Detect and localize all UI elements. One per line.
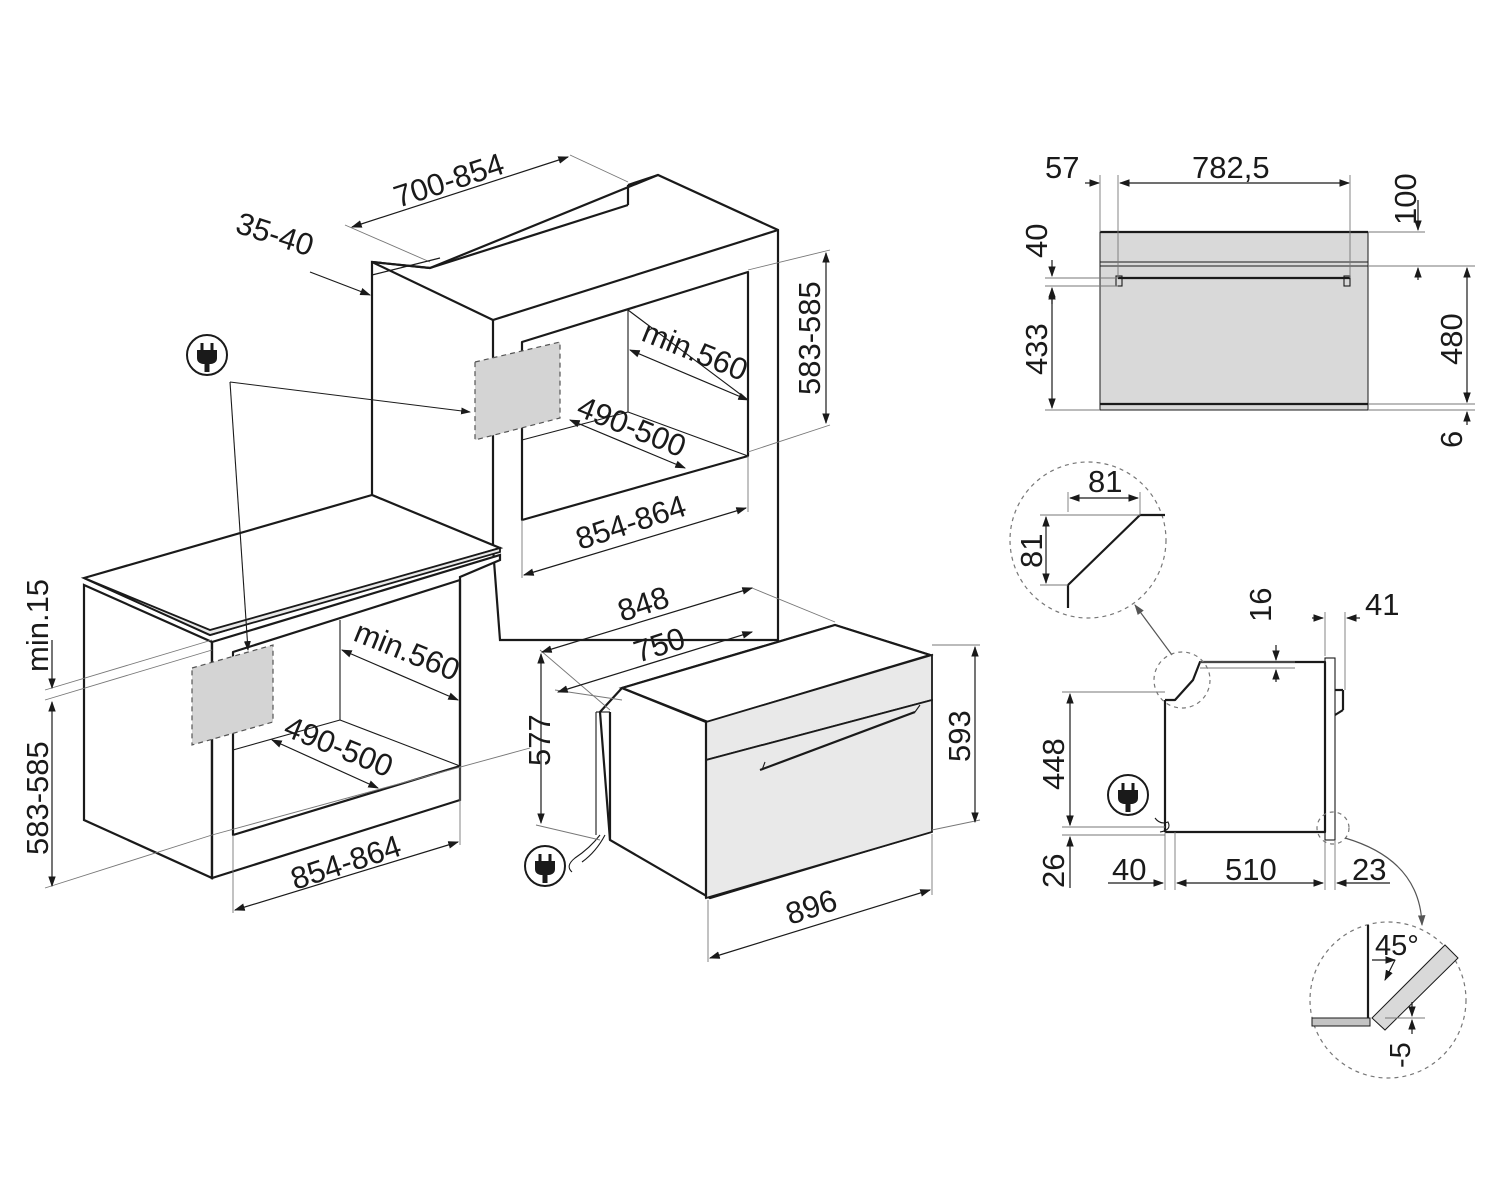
side-23-label: 23 <box>1352 852 1386 887</box>
front-480-label: 480 <box>1434 313 1469 365</box>
front-782-label: 782,5 <box>1192 150 1270 185</box>
detail-81-v-label: 81 <box>1014 534 1049 568</box>
side-41-label: 41 <box>1365 587 1399 622</box>
oven-896-label: 896 <box>781 882 841 931</box>
electric-plug-icon <box>524 845 566 887</box>
detail-circle-top: 81 81 <box>1009 461 1173 656</box>
front-view: 57 782,5 100 40 433 480 6 <box>1019 150 1475 448</box>
side-40-label: 40 <box>1112 852 1146 887</box>
front-100-label: 100 <box>1388 173 1423 225</box>
front-57-label: 57 <box>1045 150 1079 185</box>
side-26-label: 26 <box>1036 854 1071 888</box>
side-16-label: 16 <box>1243 588 1278 622</box>
side-510-label: 510 <box>1225 852 1277 887</box>
front-40-label: 40 <box>1019 224 1054 258</box>
electric-plug-icon <box>186 334 228 376</box>
top-gap-label: 35-40 <box>232 205 318 263</box>
oven-593-label: 593 <box>942 710 977 762</box>
detail-circle-bottom: 45° -5 <box>1309 921 1467 1079</box>
top-depth-label: 700-854 <box>389 146 508 214</box>
side-448-label: 448 <box>1036 738 1071 790</box>
plug-pointer-lines <box>229 381 471 651</box>
detail-m5-label: -5 <box>1385 1042 1417 1068</box>
side-view: 16 41 448 26 40 510 23 <box>1036 587 1426 927</box>
electric-plug-icon <box>1107 774 1149 816</box>
detail-81-h-label: 81 <box>1088 464 1122 499</box>
oven-577-label: 577 <box>522 714 557 766</box>
front-6-label: 6 <box>1434 431 1469 448</box>
lower-min-label: min.15 <box>20 579 55 672</box>
oven-isometric <box>568 623 934 900</box>
lower-height-label: 583-585 <box>20 741 55 855</box>
base-cabinet <box>80 493 504 880</box>
upper-height-label: 583-585 <box>792 281 827 395</box>
detail-45-label: 45° <box>1375 930 1419 962</box>
front-433-label: 433 <box>1019 323 1054 375</box>
